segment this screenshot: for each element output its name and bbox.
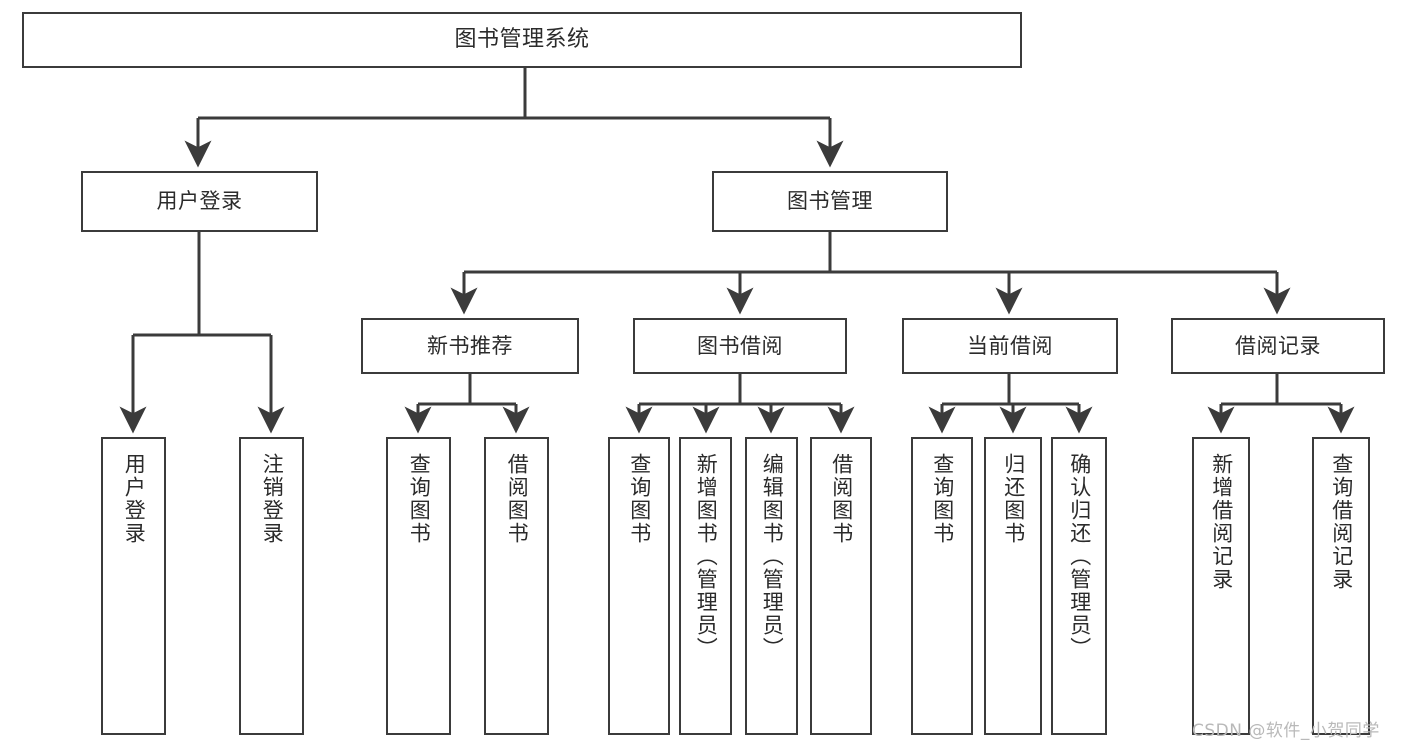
node-borrow-record-label: 借阅记录 xyxy=(1235,333,1321,358)
node-leaf-query-book-2-label: 查询图书 xyxy=(627,453,652,545)
node-current-borrow[interactable]: 当前借阅 xyxy=(902,318,1118,374)
node-leaf-query-book-1[interactable]: 查询图书 xyxy=(386,437,451,735)
node-leaf-user-login[interactable]: 用户登录 xyxy=(101,437,166,735)
node-leaf-query-record[interactable]: 查询借阅记录 xyxy=(1312,437,1370,735)
node-leaf-query-book-2[interactable]: 查询图书 xyxy=(608,437,670,735)
node-leaf-confirm-return-label: 确认归还（管理员） xyxy=(1067,453,1092,660)
node-leaf-add-book[interactable]: 新增图书（管理员） xyxy=(679,437,732,735)
node-book-borrow[interactable]: 图书借阅 xyxy=(633,318,847,374)
node-leaf-add-record-label: 新增借阅记录 xyxy=(1209,453,1234,591)
node-leaf-borrow-book-1[interactable]: 借阅图书 xyxy=(484,437,549,735)
node-new-book-rec-label: 新书推荐 xyxy=(427,333,513,358)
node-root-label: 图书管理系统 xyxy=(454,27,590,53)
node-leaf-query-book-3[interactable]: 查询图书 xyxy=(911,437,973,735)
node-leaf-query-book-3-label: 查询图书 xyxy=(930,453,955,545)
node-root[interactable]: 图书管理系统 xyxy=(22,12,1022,68)
node-leaf-return-book[interactable]: 归还图书 xyxy=(984,437,1042,735)
node-leaf-add-book-label: 新增图书（管理员） xyxy=(694,453,719,660)
node-user-login-label: 用户登录 xyxy=(156,189,243,214)
node-borrow-record[interactable]: 借阅记录 xyxy=(1171,318,1385,374)
node-leaf-edit-book-label: 编辑图书（管理员） xyxy=(760,453,785,660)
node-new-book-rec[interactable]: 新书推荐 xyxy=(361,318,579,374)
node-leaf-query-record-label: 查询借阅记录 xyxy=(1329,453,1354,591)
node-leaf-return-book-label: 归还图书 xyxy=(1001,453,1026,545)
node-leaf-logout[interactable]: 注销登录 xyxy=(239,437,304,735)
node-leaf-borrow-book-1-label: 借阅图书 xyxy=(505,453,530,545)
csdn-watermark: CSDN @软件_小贺同学 xyxy=(1192,721,1380,741)
node-current-borrow-label: 当前借阅 xyxy=(967,333,1053,358)
node-user-login[interactable]: 用户登录 xyxy=(81,171,318,232)
node-book-manage[interactable]: 图书管理 xyxy=(712,171,948,232)
node-leaf-add-record[interactable]: 新增借阅记录 xyxy=(1192,437,1250,735)
node-leaf-user-login-label: 用户登录 xyxy=(122,453,147,545)
node-leaf-query-book-1-label: 查询图书 xyxy=(407,453,432,545)
node-leaf-edit-book[interactable]: 编辑图书（管理员） xyxy=(745,437,798,735)
node-leaf-borrow-book-2[interactable]: 借阅图书 xyxy=(810,437,872,735)
node-leaf-confirm-return[interactable]: 确认归还（管理员） xyxy=(1051,437,1107,735)
node-leaf-borrow-book-2-label: 借阅图书 xyxy=(829,453,854,545)
node-leaf-logout-label: 注销登录 xyxy=(260,453,285,545)
node-book-borrow-label: 图书借阅 xyxy=(697,333,783,358)
node-book-manage-label: 图书管理 xyxy=(787,189,873,214)
